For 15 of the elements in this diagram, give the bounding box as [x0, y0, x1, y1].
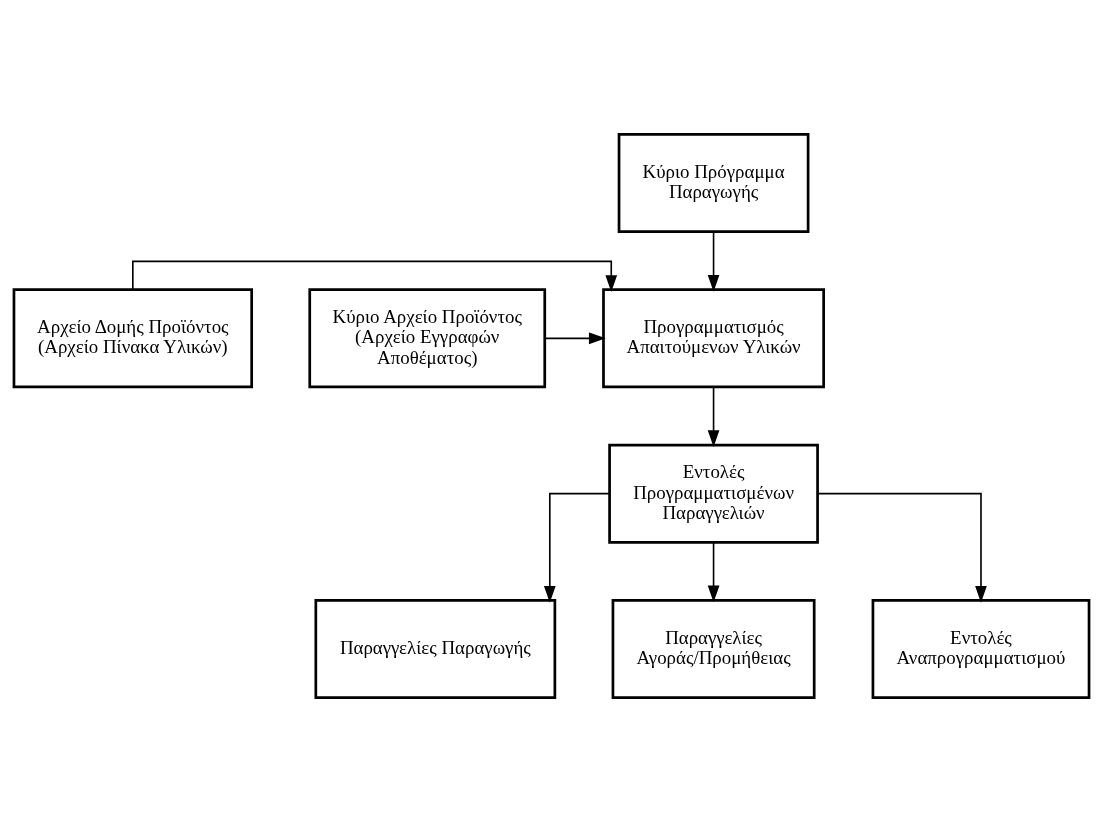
node-box: Αρχείο Δομής Προϊόντος (Αρχείο Πίνακα Υλικών)	[12, 288, 253, 389]
arrow	[816, 492, 987, 603]
node-box: Κύριο Αρχείο Προϊόντος (Αρχείο Εγγραφών Αποθέματος)	[308, 288, 547, 389]
node-box: Παραγγελίες Αγοράς/Προμήθειας	[611, 599, 816, 699]
arrow	[707, 541, 720, 603]
node-box: Παραγγελίες Παραγωγής	[314, 599, 557, 699]
arrow	[132, 260, 618, 293]
node-box: Εντολές Αναπρογραμματισμού	[871, 599, 1091, 699]
node-box: Προγραμματισμός Απαιτούμενων Υλικών	[602, 288, 825, 389]
arrow	[543, 492, 611, 603]
node-box: Κύριο Πρόγραμμα Παραγωγής	[617, 133, 810, 233]
arrow	[707, 230, 720, 292]
arrow	[544, 332, 606, 345]
arrow	[707, 386, 720, 448]
node-box: Εντολές Προγραμματισμένων Παραγγελιών	[608, 443, 819, 544]
